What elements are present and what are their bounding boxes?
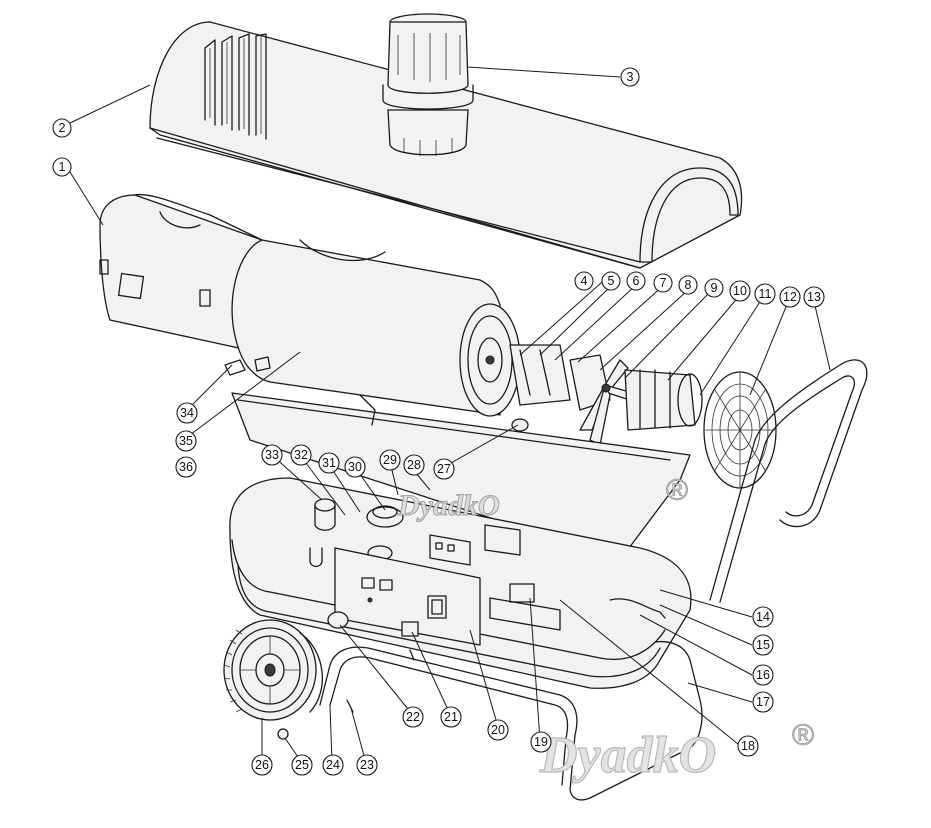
svg-text:®: ® — [666, 474, 688, 507]
svg-text:25: 25 — [295, 758, 309, 772]
leader-lines — [69, 66, 831, 764]
svg-text:4: 4 — [581, 274, 588, 288]
callout-5: 5 — [601, 271, 621, 291]
bracket-part — [254, 356, 271, 372]
svg-text:DyadkO: DyadkO — [539, 727, 716, 784]
callout-18: 18 — [737, 735, 759, 757]
watermark-center: DyadkO ® — [397, 474, 689, 523]
callout-35: 35 — [175, 430, 197, 452]
exhaust-chimney — [382, 13, 474, 156]
svg-text:DyadkO: DyadkO — [397, 489, 500, 522]
callout-21: 21 — [440, 706, 462, 728]
callout-13: 13 — [803, 286, 825, 308]
svg-text:5: 5 — [608, 274, 615, 288]
svg-text:23: 23 — [360, 758, 374, 772]
svg-text:12: 12 — [783, 290, 797, 304]
callout-26: 26 — [251, 754, 273, 776]
callout-34: 34 — [176, 402, 198, 424]
svg-text:28: 28 — [407, 458, 421, 472]
svg-text:36: 36 — [179, 460, 193, 474]
callout-7: 7 — [653, 273, 673, 293]
callout-6: 6 — [626, 271, 646, 291]
callout-33: 33 — [261, 444, 283, 466]
callout-15: 15 — [752, 634, 774, 656]
callout-31: 31 — [318, 452, 340, 474]
callout-11: 11 — [754, 283, 776, 305]
svg-text:24: 24 — [326, 758, 340, 772]
callout-9: 9 — [704, 278, 724, 298]
chassis-plate — [231, 392, 691, 561]
igniter-part — [224, 359, 246, 376]
svg-text:14: 14 — [756, 610, 770, 624]
svg-text:16: 16 — [756, 668, 770, 682]
callout-17: 17 — [752, 691, 774, 713]
svg-text:17: 17 — [756, 695, 770, 709]
outer-casing — [99, 193, 263, 351]
svg-text:11: 11 — [759, 287, 772, 301]
wheel-frame — [319, 640, 703, 801]
callout-32: 32 — [290, 444, 312, 466]
svg-text:34: 34 — [180, 406, 194, 420]
callout-29: 29 — [379, 449, 401, 471]
svg-text:1: 1 — [59, 160, 66, 174]
callout-19: 19 — [530, 731, 552, 753]
callout-12: 12 — [779, 286, 801, 308]
callout-28: 28 — [403, 454, 425, 476]
svg-text:19: 19 — [534, 735, 548, 749]
svg-text:9: 9 — [711, 281, 718, 295]
svg-text:32: 32 — [294, 448, 308, 462]
callout-3: 3 — [620, 67, 640, 87]
svg-text:18: 18 — [741, 739, 755, 753]
wheel — [223, 619, 323, 721]
svg-text:26: 26 — [255, 758, 269, 772]
callout-30: 30 — [344, 456, 366, 478]
svg-text:35: 35 — [179, 434, 193, 448]
photocell-part — [511, 418, 529, 432]
callout-25: 25 — [291, 754, 313, 776]
svg-text:13: 13 — [807, 290, 821, 304]
callout-16: 16 — [752, 664, 774, 686]
callout-27: 27 — [433, 458, 455, 480]
handle-frame — [709, 359, 868, 603]
callout-8: 8 — [678, 275, 698, 295]
callout-2: 2 — [52, 118, 72, 138]
svg-text:30: 30 — [348, 460, 362, 474]
callout-10: 10 — [729, 280, 751, 302]
callout-23: 23 — [356, 754, 378, 776]
callout-4: 4 — [574, 271, 594, 291]
svg-text:29: 29 — [383, 453, 397, 467]
svg-text:27: 27 — [437, 462, 451, 476]
svg-text:6: 6 — [633, 274, 640, 288]
callout-24: 24 — [322, 754, 344, 776]
cotter-pin — [409, 649, 415, 661]
control-panel — [327, 524, 561, 646]
svg-text:20: 20 — [491, 723, 505, 737]
svg-text:33: 33 — [265, 448, 279, 462]
callout-14: 14 — [752, 606, 774, 628]
watermark-corner: DyadkO ® — [538, 719, 814, 785]
svg-text:3: 3 — [627, 70, 634, 84]
fuel-hose — [609, 598, 666, 619]
svg-text:21: 21 — [444, 710, 458, 724]
callout-22: 22 — [402, 706, 424, 728]
svg-text:7: 7 — [660, 276, 667, 290]
svg-text:15: 15 — [756, 638, 770, 652]
svg-text:22: 22 — [406, 710, 420, 724]
callout-36: 36 — [175, 456, 197, 478]
callout-20: 20 — [487, 719, 509, 741]
combustion-chamber — [231, 239, 521, 417]
svg-text:2: 2 — [59, 121, 66, 135]
burner-fan-assembly — [509, 344, 777, 489]
svg-text:10: 10 — [733, 284, 747, 298]
svg-text:31: 31 — [322, 456, 336, 470]
svg-text:®: ® — [792, 719, 814, 752]
wheel-washer — [277, 728, 289, 740]
svg-text:8: 8 — [685, 278, 692, 292]
callout-1: 1 — [52, 157, 72, 177]
